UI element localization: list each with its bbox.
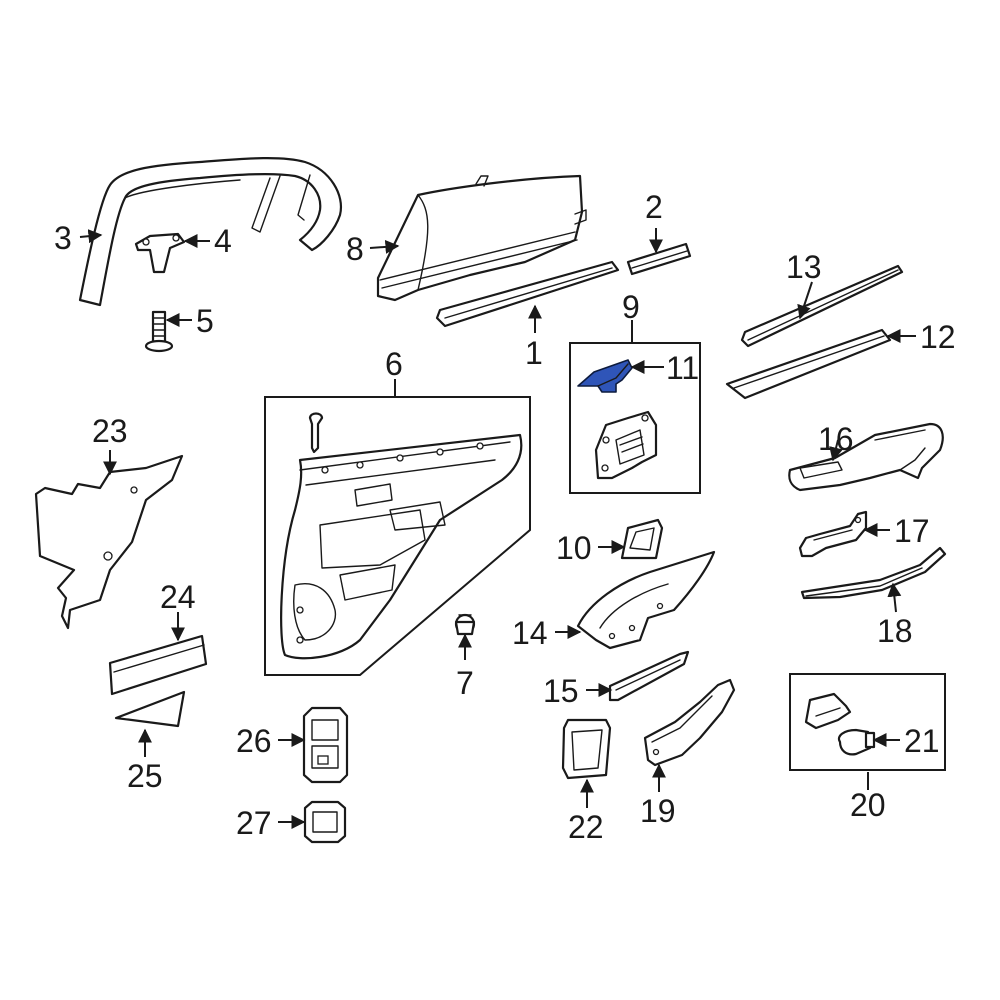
part-24-pad[interactable]: [108, 634, 208, 696]
part-27-bezel[interactable]: [303, 800, 347, 844]
part-14-armrest-trim[interactable]: [576, 550, 716, 650]
callout-19[interactable]: 19: [640, 793, 676, 829]
part-19-lower-trim[interactable]: [643, 678, 736, 767]
part-10-switch-bezel[interactable]: [620, 518, 664, 560]
part-7-clip[interactable]: [454, 613, 476, 636]
callout-26[interactable]: 26: [236, 723, 272, 759]
part-2-trim[interactable]: [626, 242, 692, 276]
callout-5[interactable]: 5: [196, 303, 214, 339]
callout-1[interactable]: 1: [525, 335, 543, 371]
callout-3[interactable]: 3: [54, 220, 72, 256]
callout-7[interactable]: 7: [456, 665, 474, 701]
callout-16[interactable]: 16: [818, 421, 854, 457]
callout-2[interactable]: 2: [645, 189, 663, 225]
callout-25[interactable]: 25: [127, 758, 163, 794]
part-18-seal-strip[interactable]: [800, 546, 947, 600]
part-16-pull-handle[interactable]: [788, 422, 944, 492]
callout-14[interactable]: 14: [512, 615, 548, 651]
part-22-grille[interactable]: [561, 718, 612, 780]
callout-12[interactable]: 12: [920, 319, 956, 355]
part-3-frame-molding[interactable]: [78, 157, 343, 307]
part-15-trim-strip[interactable]: [608, 650, 690, 702]
callout-15[interactable]: 15: [543, 673, 579, 709]
part-23-insulator[interactable]: [34, 454, 184, 630]
callout-22[interactable]: 22: [568, 809, 604, 845]
callout-20[interactable]: 20: [850, 787, 886, 823]
callout-17[interactable]: 17: [894, 513, 930, 549]
callout-18[interactable]: 18: [877, 613, 913, 649]
callout-6[interactable]: 6: [385, 346, 403, 382]
part-4-bracket[interactable]: [134, 232, 186, 274]
part-8-window-regulator[interactable]: [376, 174, 587, 302]
part-20-lamp-assembly[interactable]: [789, 673, 946, 771]
callout-9[interactable]: 9: [622, 289, 640, 325]
part-6-door-trim-panel[interactable]: [264, 396, 531, 676]
part-11-highlighted[interactable]: [577, 359, 633, 393]
part-1-belt-weatherstrip[interactable]: [435, 260, 620, 328]
callout-8[interactable]: 8: [346, 231, 364, 267]
callout-labels: 3 4 5 8 1 2 13 12 9 11 6 23 16 17 18 10 …: [54, 189, 956, 845]
callout-27[interactable]: 27: [236, 805, 272, 841]
callout-21[interactable]: 21: [904, 723, 940, 759]
part-9-handle-bracket-assembly[interactable]: [569, 342, 701, 494]
part-5-bolt[interactable]: [144, 310, 174, 353]
part-13-belt-molding[interactable]: [740, 264, 904, 348]
callout-4[interactable]: 4: [214, 223, 232, 259]
part-26-switch[interactable]: [302, 706, 349, 784]
callout-13[interactable]: 13: [786, 249, 822, 285]
callout-24[interactable]: 24: [160, 579, 196, 615]
part-25-pad[interactable]: [114, 690, 186, 728]
part-17-bracket[interactable]: [798, 510, 868, 558]
callout-23[interactable]: 23: [92, 413, 128, 449]
callout-leaders: [79, 228, 916, 829]
callout-10[interactable]: 10: [556, 530, 592, 566]
part-21-bulb[interactable]: [837, 728, 876, 756]
callout-11[interactable]: 11: [666, 350, 699, 386]
